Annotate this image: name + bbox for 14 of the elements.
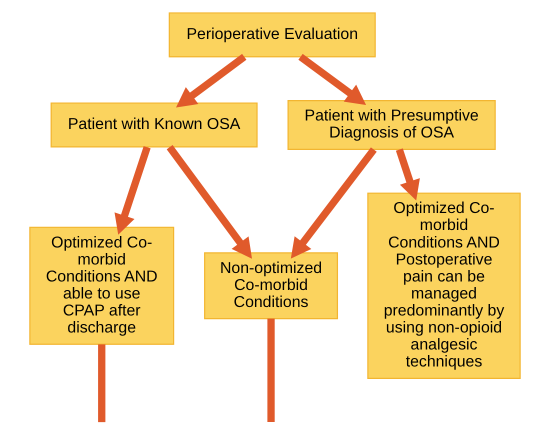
node-box: Optimized Co-morbid Conditions AND Postoperative pain can be managed predominantly by using non-opioid analgesic techniques — [366, 192, 520, 379]
node-box: Patient with Presumptive Diagnosis of OSA — [286, 100, 496, 150]
arrow — [298, 54, 366, 105]
node-box: Patient with Known OSA — [50, 102, 258, 148]
node-box: Non-optimized Co-morbid Conditions — [204, 252, 338, 320]
node-box: Perioperative Evaluation — [168, 12, 376, 58]
connector — [98, 344, 105, 422]
arrow — [290, 147, 376, 259]
connector — [266, 318, 274, 422]
node-box: Optimized Co-morbid Conditions AND able to use CPAP after discharge — [28, 226, 174, 345]
arrow — [176, 54, 246, 108]
arrow — [114, 146, 150, 235]
arrow — [395, 148, 420, 201]
arrow — [166, 145, 252, 259]
